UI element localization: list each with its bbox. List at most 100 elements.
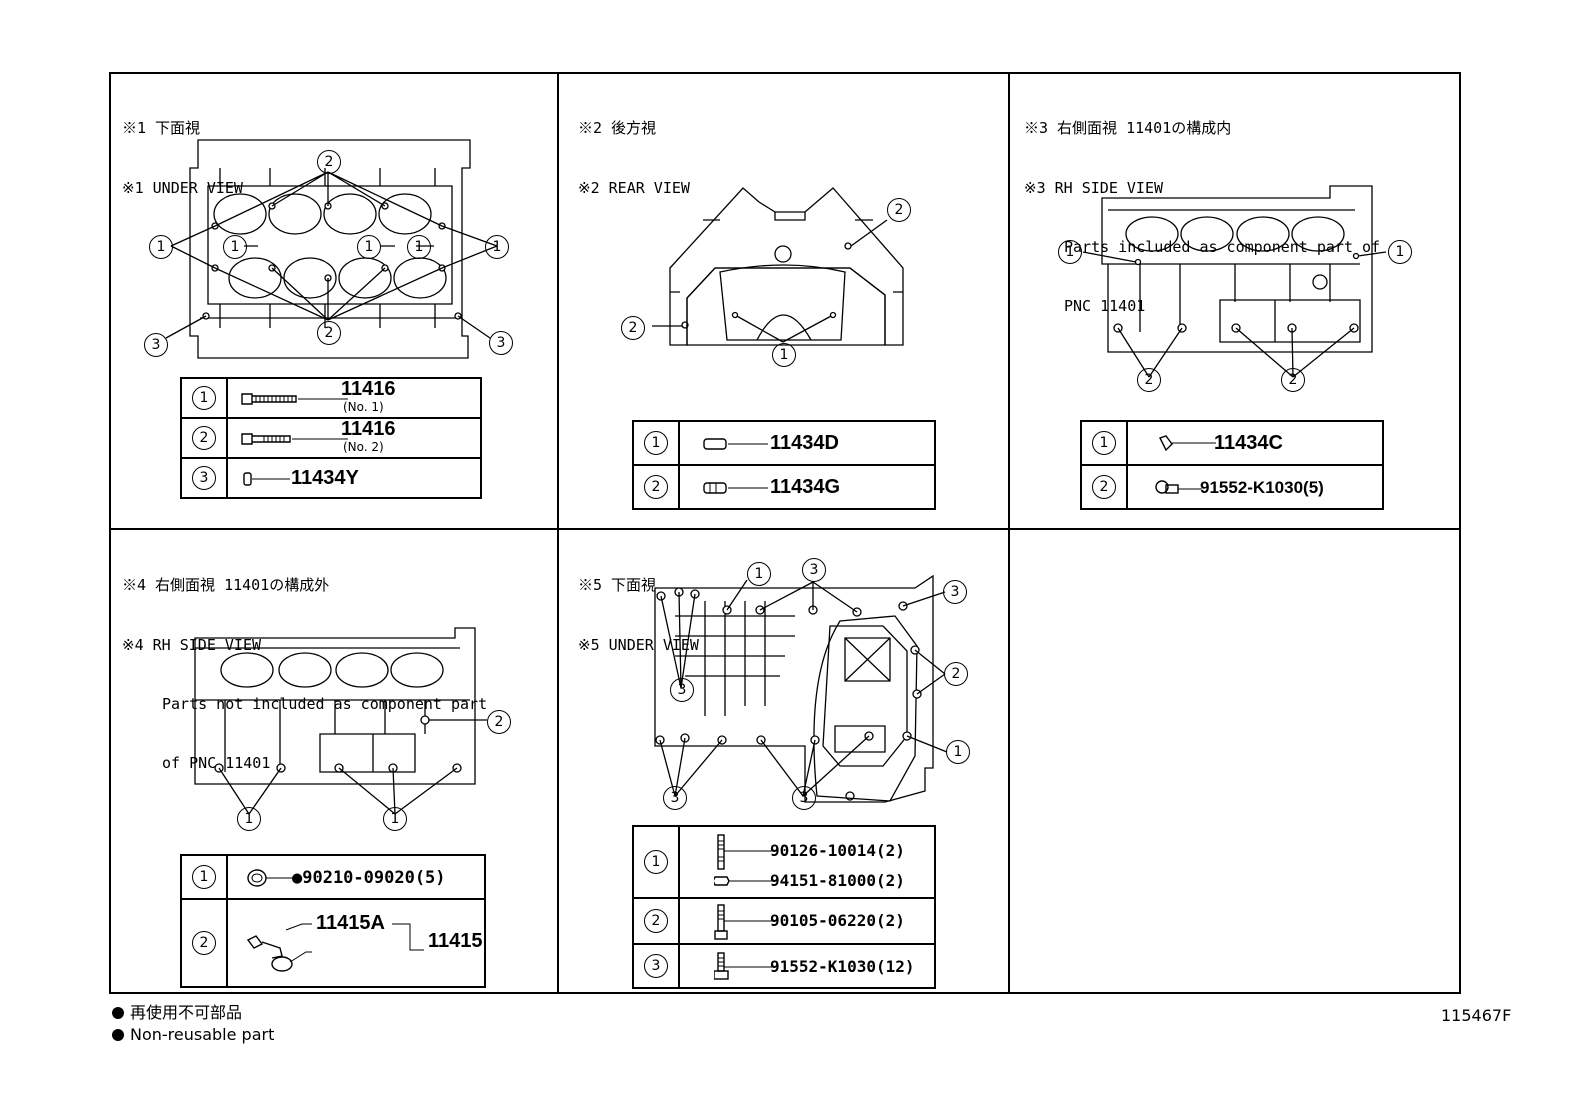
dowel-pin-icon bbox=[1159, 435, 1216, 452]
callout-1: 1 bbox=[1058, 240, 1082, 264]
callout-2: 2 bbox=[621, 316, 645, 340]
callout-1: 1 bbox=[747, 562, 771, 586]
callout-1: 1 bbox=[407, 235, 431, 259]
callout-2: 2 bbox=[487, 710, 511, 734]
table-row: 2 11415A 11415 bbox=[180, 898, 486, 988]
callout-1: 1 bbox=[149, 235, 173, 259]
legend-row: Non-reusable part bbox=[112, 1024, 274, 1046]
row-number: 3 bbox=[644, 954, 668, 978]
header-jp: ※4 右側面視 11401の構成外 bbox=[122, 576, 330, 594]
callout-2: 2 bbox=[944, 662, 968, 686]
part-number[interactable]: 11434G bbox=[770, 476, 841, 498]
bolt-icon bbox=[1155, 480, 1202, 494]
bolt-icon bbox=[714, 952, 772, 980]
dowel-pin-icon bbox=[703, 482, 768, 494]
panel-header: ※5 下面視 ※5 UNDER VIEW bbox=[578, 535, 699, 695]
row-number: 1 bbox=[192, 386, 216, 410]
part-number[interactable]: 94151-81000(2) bbox=[770, 871, 905, 890]
table-row: 3 11434Y bbox=[180, 457, 482, 499]
part-number[interactable]: 11434C bbox=[1214, 432, 1283, 454]
desc-line: of PNC 11401 bbox=[162, 754, 271, 772]
dowel-pin-icon bbox=[703, 438, 768, 450]
divider bbox=[1008, 72, 1010, 994]
callout-1: 1 bbox=[357, 235, 381, 259]
row-number: 3 bbox=[192, 466, 216, 490]
callout-3: 3 bbox=[670, 678, 694, 702]
part-number[interactable]: 11416 bbox=[341, 418, 396, 440]
row-number: 2 bbox=[1092, 475, 1116, 499]
legend-row: 再使用不可部品 bbox=[112, 1002, 274, 1024]
header-en: ※4 RH SIDE VIEW bbox=[122, 636, 261, 654]
table-row: 2 90105-06220(2) bbox=[632, 897, 936, 945]
parts-table: 1 ●90210-09020(5) 2 114 bbox=[180, 854, 486, 988]
legend: 再使用不可部品 Non-reusable part bbox=[112, 1002, 274, 1046]
callout-2: 2 bbox=[1137, 368, 1161, 392]
legend-en: Non-reusable part bbox=[130, 1025, 275, 1044]
divider bbox=[109, 528, 1461, 530]
parts-table: 1 90126-10014(2) 94151-81000(2) 2 bbox=[632, 825, 936, 989]
part-sub: (No. 1) bbox=[343, 400, 384, 414]
diagram-frame bbox=[109, 72, 1461, 994]
part-number[interactable]: 90126-10014(2) bbox=[770, 841, 905, 860]
divider bbox=[557, 72, 559, 994]
header-en: ※3 RH SIDE VIEW bbox=[1024, 179, 1163, 197]
callout-1: 1 bbox=[946, 740, 970, 764]
part-number[interactable]: 11434D bbox=[770, 432, 839, 454]
plug-icon bbox=[247, 869, 296, 887]
table-row: 2 11416 (No. 2) bbox=[180, 417, 482, 459]
panel-header: ※1 下面視 ※1 UNDER VIEW bbox=[122, 78, 243, 238]
bolt-icon bbox=[714, 904, 772, 940]
oil-jet-icon bbox=[246, 923, 424, 972]
table-row: 2 91552-K1030(5) bbox=[1080, 464, 1384, 510]
header-jp: ※5 下面視 bbox=[578, 576, 657, 594]
parts-table: 1 11434C 2 91552-K1030(5) bbox=[1080, 420, 1384, 510]
header-en: ※5 UNDER VIEW bbox=[578, 636, 699, 654]
callout-2: 2 bbox=[317, 321, 341, 345]
engine-block-under-view: 2 1 1 1 1 1 3 2 3 bbox=[140, 128, 530, 363]
row-number: 1 bbox=[644, 431, 668, 455]
part-number[interactable]: 11434Y bbox=[291, 467, 359, 489]
engine-block-rh-side-view: 1 1 2 2 bbox=[1050, 182, 1420, 397]
panel-header: ※2 後方視 ※2 REAR VIEW bbox=[578, 78, 690, 238]
row-number: 2 bbox=[644, 475, 668, 499]
callout-3: 3 bbox=[792, 786, 816, 810]
part-number[interactable]: 91552-K1030(5) bbox=[1200, 478, 1324, 497]
row-number: 1 bbox=[644, 850, 668, 874]
table-row: 2 11434G bbox=[632, 464, 936, 510]
illustration-id: 115467F bbox=[1441, 1006, 1512, 1025]
table-row: 1 11434D bbox=[632, 420, 936, 466]
table-row: 1 11416 (No. 1) bbox=[180, 377, 482, 419]
header-jp: ※3 右側面視 11401の構成内 bbox=[1024, 119, 1232, 137]
row-number: 2 bbox=[192, 426, 216, 450]
legend-jp: 再使用不可部品 bbox=[130, 1003, 243, 1022]
table-row: 1 11434C bbox=[1080, 420, 1384, 466]
callout-3: 3 bbox=[943, 580, 967, 604]
parts-table: 1 11416 (No. 1) 2 bbox=[180, 377, 482, 499]
bullet-icon bbox=[112, 1007, 124, 1019]
dowel-pin-icon bbox=[243, 472, 290, 486]
callout-2: 2 bbox=[887, 198, 911, 222]
table-row: 3 91552-K1030(12) bbox=[632, 943, 936, 989]
header-jp: ※1 下面視 bbox=[122, 119, 201, 137]
parts-table: 1 11434D 2 11434G bbox=[632, 420, 936, 510]
part-number[interactable]: 90105-06220(2) bbox=[770, 911, 905, 930]
oil-pan-under-view: 1 3 3 3 2 1 3 3 bbox=[645, 556, 980, 818]
part-number[interactable]: 91552-K1030(12) bbox=[770, 957, 915, 976]
callout-1: 1 bbox=[223, 235, 247, 259]
part-number[interactable]: 11416 bbox=[341, 378, 396, 400]
table-row: 1 ●90210-09020(5) bbox=[180, 854, 486, 900]
part-number[interactable]: 11415A bbox=[316, 912, 385, 934]
callout-2: 2 bbox=[1281, 368, 1305, 392]
header-jp: ※2 後方視 bbox=[578, 119, 657, 137]
bullet-icon bbox=[112, 1029, 124, 1041]
bolt-icon bbox=[241, 433, 348, 445]
row-number: 2 bbox=[192, 931, 216, 955]
header-en: ※2 REAR VIEW bbox=[578, 179, 690, 197]
part-number[interactable]: 11415 bbox=[428, 930, 483, 952]
header-en: ※1 UNDER VIEW bbox=[122, 179, 243, 197]
callout-1: 1 bbox=[772, 343, 796, 367]
callout-3: 3 bbox=[144, 333, 168, 357]
part-number[interactable]: ●90210-09020(5) bbox=[292, 868, 446, 888]
callout-2: 2 bbox=[317, 150, 341, 174]
table-row: 1 90126-10014(2) 94151-81000(2) bbox=[632, 825, 936, 899]
